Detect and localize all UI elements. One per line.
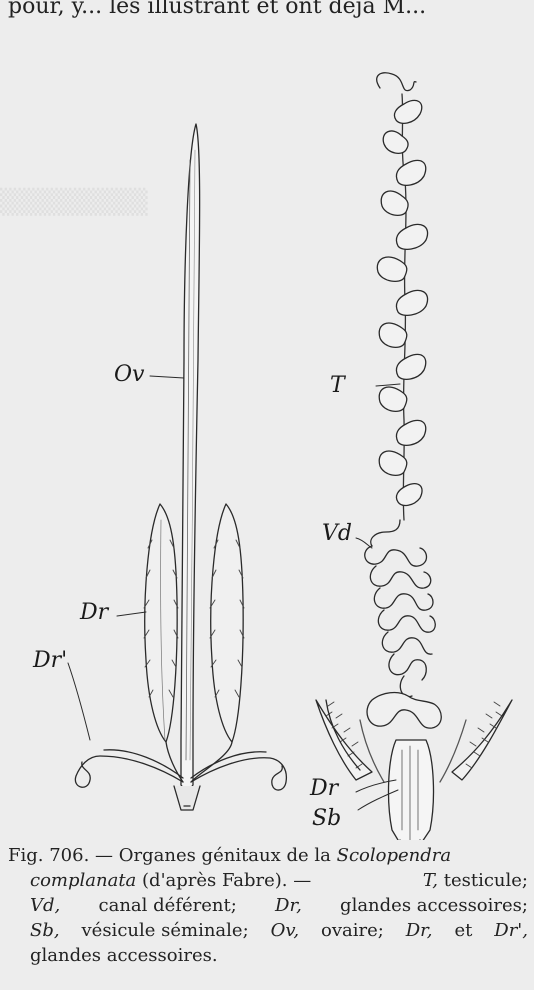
caption-line-4: Sb, vésicule séminale; Ov, ovaire; Dr, e… [8, 918, 528, 943]
figure-caption: Fig. 706. — Organes génitaux de la Scolo… [8, 843, 528, 968]
caption-line-2: complanata (d'après Fabre). — T, testicu… [8, 868, 528, 893]
caption-line-1: Fig. 706. — Organes génitaux de la Scolo… [8, 843, 528, 868]
male-organs-drawing [316, 73, 512, 840]
caption-line-5: glandes accessoires. [8, 943, 528, 968]
label-dr-female: Dr [80, 600, 108, 625]
label-t: T [330, 373, 345, 398]
figure-illustration [0, 40, 534, 840]
caption-line-3: Vd, canal déférent; Dr, glandes accessoi… [8, 893, 528, 918]
female-organs-drawing [68, 124, 286, 810]
label-dr-male: Dr [310, 776, 338, 801]
label-vd: Vd [322, 521, 352, 546]
label-sb: Sb [312, 806, 341, 831]
label-ov: Ov [114, 362, 144, 387]
cut-off-text-line: pour, y... les illustrant et ont déjà M.… [8, 0, 534, 20]
label-dr-prime: Dr' [33, 648, 67, 673]
